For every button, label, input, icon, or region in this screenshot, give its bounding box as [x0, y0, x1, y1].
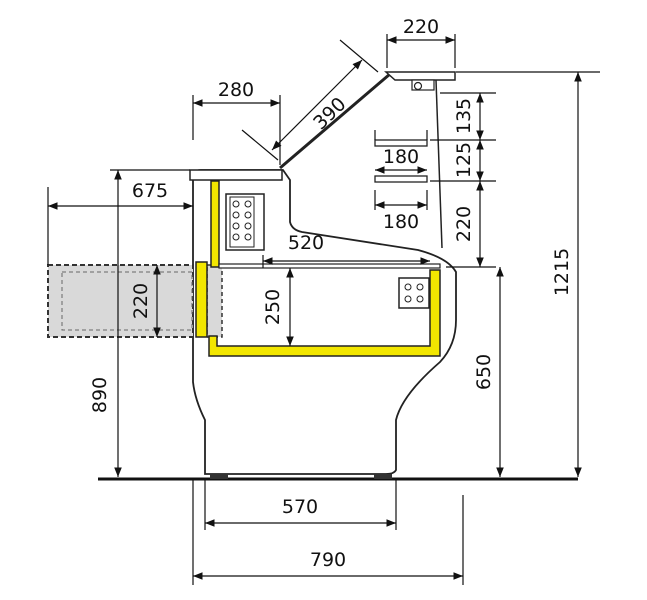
canopy-light [411, 79, 435, 91]
dim-base-width: 570 [282, 496, 318, 518]
tank-liner [218, 263, 441, 269]
canopy [384, 71, 456, 81]
dim-total-height: 1215 [551, 248, 573, 296]
dim-work-shelf-height: 220 [130, 283, 152, 319]
lamp-icon [413, 81, 423, 91]
evaporator-fan-icons [232, 200, 252, 241]
dim-canopy-depth: 280 [218, 79, 254, 101]
display-shelf-lower [374, 175, 428, 183]
insulation-rear-post [195, 261, 208, 338]
rear-work-shelf [47, 264, 194, 338]
dim-overhang: 675 [132, 180, 168, 202]
dim-upper-clearance: 135 [453, 98, 475, 134]
top-cap [189, 169, 283, 181]
rear-work-shelf-inner [61, 271, 193, 331]
dim-counter-height: 650 [473, 354, 495, 390]
insulation-upper-post [210, 180, 220, 268]
lower-evaporator-box [398, 277, 430, 309]
canopy-post [435, 79, 443, 249]
lower-evaporator-fan-icons [404, 283, 424, 303]
dim-tank-depth: 520 [288, 232, 324, 254]
dim-tank-height: 250 [262, 289, 284, 325]
dim-glass-length: 390 [309, 93, 350, 134]
dim-shelf-height: 890 [89, 377, 111, 413]
cabinet-foot-left [210, 474, 228, 479]
dim-shelf-spacing: 125 [453, 142, 475, 178]
dim-lower-clearance: 220 [453, 206, 475, 242]
dim-shelf-upper-depth: 180 [383, 146, 419, 168]
refrigerated-tank [208, 269, 441, 357]
display-shelf-upper [374, 139, 428, 147]
cabinet-foot-right [374, 474, 392, 479]
dim-total-width: 790 [310, 549, 346, 571]
dim-top-canopy-width: 220 [403, 16, 439, 38]
dim-shelf-lower-depth: 180 [383, 211, 419, 233]
rear-shelf-bracket [206, 264, 223, 338]
